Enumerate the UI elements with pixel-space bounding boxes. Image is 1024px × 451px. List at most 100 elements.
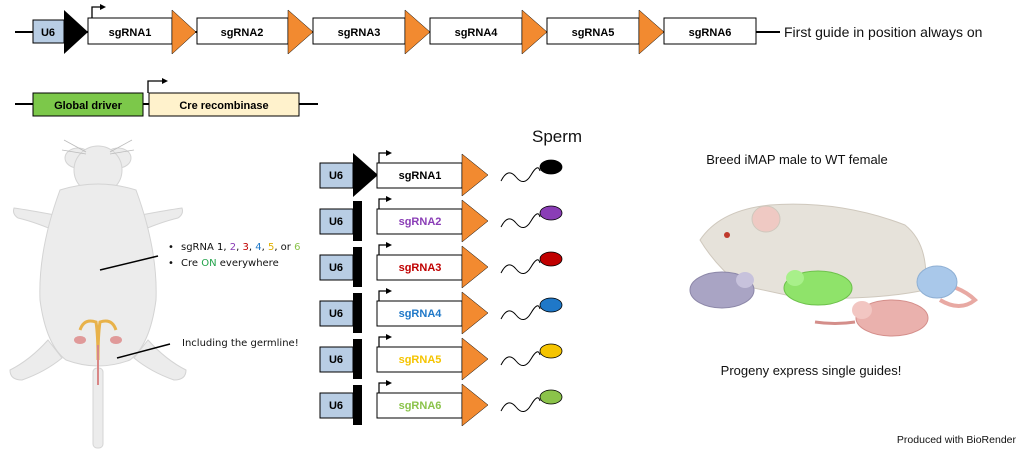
guide-label: sgRNA4 xyxy=(399,308,443,320)
cre-box xyxy=(148,92,300,117)
terminator-triangle xyxy=(461,291,489,335)
sperm-head xyxy=(539,343,563,359)
guide-label: sgRNA3 xyxy=(399,262,442,274)
adult-mouse-icon xyxy=(699,203,978,308)
guide-box-2: sgRNA2 xyxy=(196,9,314,55)
sperm-tail xyxy=(500,305,541,320)
terminator-triangle xyxy=(461,383,489,427)
sperm-head xyxy=(539,159,563,175)
breed-text: Breed iMAP male to WT female xyxy=(706,152,888,167)
sperm-row-4: U6 sgRNA4 xyxy=(319,288,563,335)
pointer-line-body xyxy=(99,255,159,271)
germline-organs-icon xyxy=(74,319,122,385)
guide-box xyxy=(376,346,463,373)
promoter-block xyxy=(353,247,362,287)
u6-label: U6 xyxy=(329,308,343,320)
guide-box-6: sgRNA6 xyxy=(663,17,757,45)
sperm-head xyxy=(539,389,563,405)
tss-arrow xyxy=(378,198,386,209)
terminator-triangle xyxy=(461,245,489,289)
terminator-triangle xyxy=(287,9,314,55)
progeny-text: Progeny express single guides! xyxy=(721,363,902,378)
u6-box xyxy=(319,208,354,235)
sperm-head xyxy=(539,297,563,313)
terminator-triangle xyxy=(461,337,489,381)
u6-label: U6 xyxy=(329,262,343,274)
guide-label: sgRNA3 xyxy=(338,27,381,39)
terminator-triangle xyxy=(521,9,548,55)
pup-blue-icon xyxy=(916,265,958,299)
guide-label: sgRNA5 xyxy=(572,27,615,39)
guide-box xyxy=(376,162,463,189)
guide-box xyxy=(376,392,463,419)
sperm-row-6: U6 sgRNA6 xyxy=(319,380,563,427)
sperm-row-2: U6 sgRNA2 xyxy=(319,196,563,243)
germline-text: Including the germline! xyxy=(182,338,299,349)
bullet-guides: sgRNA 1, 2, 3, 4, 5, or 6 xyxy=(181,242,300,253)
u6-box xyxy=(319,392,354,419)
tss-arrow xyxy=(91,6,100,20)
tss-arrow xyxy=(378,290,386,301)
sperm-head xyxy=(539,251,563,267)
sperm-tail xyxy=(500,259,541,274)
u6-label: U6 xyxy=(329,400,343,412)
global-driver-label: Global driver xyxy=(54,100,123,112)
cre-label: Cre recombinase xyxy=(179,100,268,112)
guide-label: sgRNA2 xyxy=(399,216,442,228)
pup-red-icon xyxy=(814,299,929,337)
guide-box-1: sgRNA1 xyxy=(87,9,197,55)
tss-arrow xyxy=(378,382,386,393)
u6-box xyxy=(319,300,354,327)
terminator-triangle xyxy=(461,153,489,197)
sperm-tail xyxy=(500,397,541,412)
guide-box-4: sgRNA4 xyxy=(429,9,548,55)
tss-arrow xyxy=(378,244,386,255)
sperm-row-1: U6 sgRNA1 xyxy=(319,150,563,197)
global-driver-box xyxy=(32,92,144,117)
tss-arrow xyxy=(378,336,386,347)
first-guide-note: First guide in position always on xyxy=(784,24,982,40)
sperm-head xyxy=(539,205,563,221)
u6-label: U6 xyxy=(329,216,343,228)
pup-purple-icon xyxy=(689,271,755,309)
sperm-row-3: U6 sgRNA3 xyxy=(319,242,563,289)
promoter-arrowhead xyxy=(64,10,88,54)
u6-box xyxy=(319,254,354,281)
guide-label: sgRNA1 xyxy=(109,27,152,39)
guide-box-3: sgRNA3 xyxy=(312,9,431,55)
promoter-block xyxy=(353,385,362,425)
u6-label: U6 xyxy=(329,170,343,182)
sperm-title: Sperm xyxy=(532,127,582,146)
promoter-block xyxy=(353,201,362,241)
pup-green-icon xyxy=(783,270,853,306)
top-construct: U6 sgRNA1 sgRNA2 sgRNA3 sgRNA4 sgRNA5 xyxy=(15,4,982,55)
tss-arrow xyxy=(147,80,162,93)
guide-label: sgRNA5 xyxy=(399,354,442,366)
u6-label: U6 xyxy=(329,354,343,366)
terminator-triangle xyxy=(638,9,665,55)
guide-label: sgRNA6 xyxy=(689,27,732,39)
biorender-credit: Produced with BioRender xyxy=(897,434,1017,446)
guide-box xyxy=(376,300,463,327)
guide-label: sgRNA1 xyxy=(399,170,442,182)
terminator-triangle xyxy=(461,199,489,243)
mouse-illustration xyxy=(9,139,187,449)
terminator-triangle xyxy=(404,9,431,55)
guide-label: sgRNA6 xyxy=(399,400,442,412)
sperm-tail xyxy=(500,351,541,366)
promoter-arrowhead xyxy=(353,153,378,197)
mouse-annotation: • sgRNA 1, 2, 3, 4, 5, or 6 • Cre ON eve… xyxy=(168,242,300,349)
sperm-row-5: U6 sgRNA5 xyxy=(319,334,563,381)
promoter-block xyxy=(353,293,362,333)
tss-arrow xyxy=(378,152,386,163)
guide-label: sgRNA4 xyxy=(455,27,499,39)
u6-box xyxy=(319,346,354,373)
breeding-panel: Breed iMAP male to WT female Progeny exp… xyxy=(689,152,978,378)
guide-label: sgRNA2 xyxy=(221,27,264,39)
promoter-block xyxy=(353,339,362,379)
guide-box-5: sgRNA5 xyxy=(546,9,665,55)
bullet-cre: Cre ON everywhere xyxy=(181,258,279,269)
